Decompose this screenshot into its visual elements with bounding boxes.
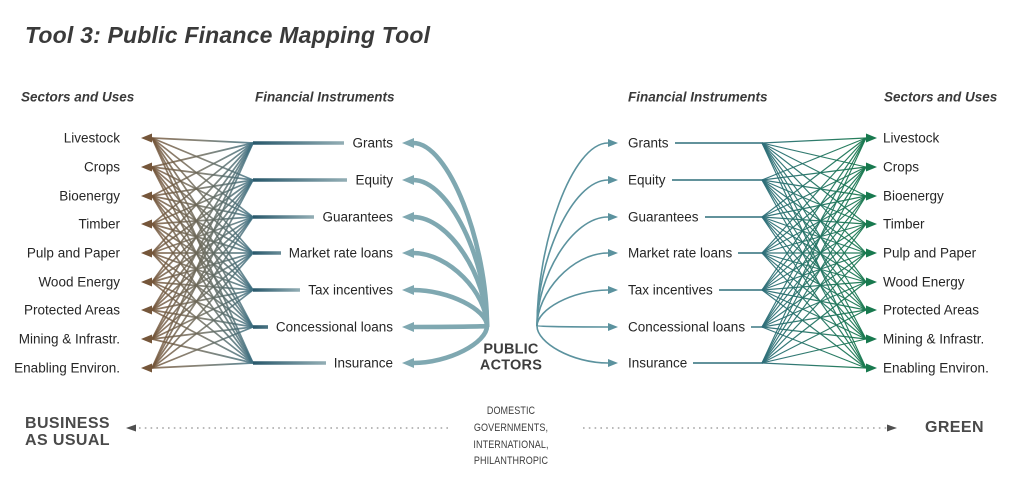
column-header-instruments-left: Financial Instruments <box>255 89 395 105</box>
axis-label-green: GREEN <box>925 419 984 436</box>
instrument-left-insurance: Insurance <box>333 355 393 371</box>
sector-right-enabling-environ: Enabling Environ. <box>883 360 989 376</box>
instrument-left-guarantees: Guarantees <box>322 209 393 225</box>
sector-left-timber: Timber <box>78 216 120 232</box>
sector-right-wood-energy: Wood Energy <box>883 274 965 290</box>
sector-right-pulp-and-paper: Pulp and Paper <box>883 245 977 261</box>
column-header-sectors-left: Sectors and Uses <box>21 89 135 105</box>
instrument-left-equity: Equity <box>355 172 393 188</box>
sector-left-livestock: Livestock <box>63 130 120 146</box>
public-actor-types-label: DOMESTIC GOVERNMENTS, INTERNATIONAL, PHI… <box>473 405 549 468</box>
instrument-left-concessional-loans: Concessional loans <box>275 319 393 335</box>
sector-right-timber: Timber <box>883 216 925 232</box>
instrument-right-equity: Equity <box>628 172 666 188</box>
sector-right-livestock: Livestock <box>883 130 940 146</box>
sector-left-bioenergy: Bioenergy <box>59 188 120 204</box>
sector-left-wood-energy: Wood Energy <box>38 274 120 290</box>
instrument-right-market-rate-loans: Market rate loans <box>628 245 733 261</box>
instrument-left-grants: Grants <box>352 135 393 151</box>
column-header-instruments-right: Financial Instruments <box>628 89 768 105</box>
sector-right-mining-infrastr: Mining & Infrastr. <box>883 331 985 347</box>
public-actors-label: PUBLIC ACTORS <box>479 341 543 373</box>
instrument-right-concessional-loans: Concessional loans <box>628 319 746 335</box>
sector-left-mining-infrastr: Mining & Infrastr. <box>18 331 120 347</box>
sector-right-bioenergy: Bioenergy <box>883 188 944 204</box>
instrument-left-tax-incentives: Tax incentives <box>308 282 393 298</box>
instrument-right-guarantees: Guarantees <box>628 209 699 225</box>
axis-label-business-as-usual: BUSINESS AS USUAL <box>25 415 110 449</box>
sector-left-enabling-environ: Enabling Environ. <box>14 360 120 376</box>
instrument-right-insurance: Insurance <box>628 355 688 371</box>
sector-left-crops: Crops <box>83 159 120 175</box>
column-header-sectors-right: Sectors and Uses <box>884 89 998 105</box>
page-title: Tool 3: Public Finance Mapping Tool <box>25 22 431 48</box>
sector-left-pulp-and-paper: Pulp and Paper <box>26 245 120 261</box>
instrument-right-grants: Grants <box>628 135 669 151</box>
sector-right-protected-areas: Protected Areas <box>883 302 980 318</box>
sector-left-protected-areas: Protected Areas <box>23 302 120 318</box>
sector-right-crops: Crops <box>883 159 920 175</box>
instrument-left-market-rate-loans: Market rate loans <box>288 245 393 261</box>
instrument-right-tax-incentives: Tax incentives <box>628 282 713 298</box>
